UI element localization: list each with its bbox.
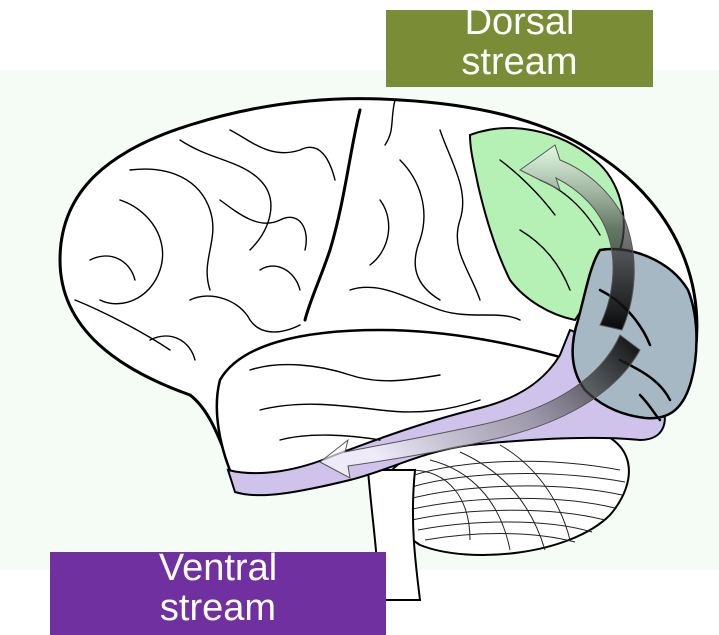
ventral-stream-label: Ventral stream [50,552,386,635]
dorsal-stream-label: Dorsal stream [386,10,653,87]
dorsal-label-line1: Dorsal [386,10,653,42]
dorsal-label-line2: stream [386,42,653,82]
ventral-label-line2: stream [50,588,386,628]
ventral-label-line1: Ventral [50,552,386,588]
